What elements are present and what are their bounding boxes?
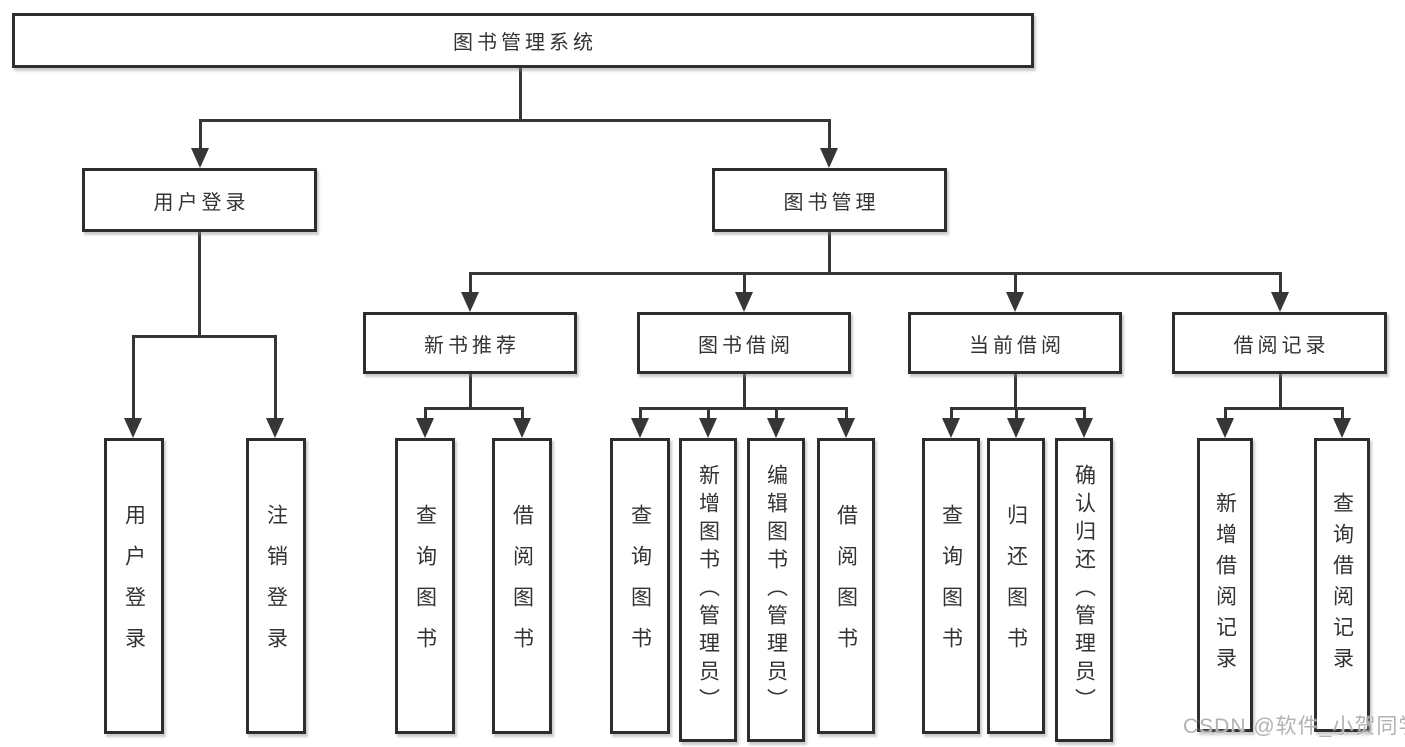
connector-line	[1083, 407, 1086, 420]
leaf-label: 归还图书	[1004, 504, 1028, 668]
connector-line	[1014, 272, 1017, 294]
connector-line	[828, 232, 831, 274]
connector-line	[1224, 407, 1227, 420]
leaf-label: 查询图书	[939, 504, 963, 668]
arrow-down-icon	[191, 148, 209, 168]
leaf-query-borrow-record: 查询借阅记录	[1314, 438, 1370, 732]
connector-line	[639, 407, 642, 420]
node-book-borrowing: 图书借阅	[637, 312, 851, 374]
leaf-borrow-books-recommend: 借阅图书	[492, 438, 552, 734]
leaf-user-login: 用户登录	[104, 438, 164, 734]
leaf-return-books: 归还图书	[987, 438, 1045, 734]
arrow-down-icon	[1006, 292, 1024, 312]
connector-line	[743, 374, 746, 409]
leaf-label: 查询图书	[628, 504, 652, 668]
connector-line	[132, 335, 277, 338]
leaf-add-books-admin: 新增图书（管理员）	[679, 438, 737, 742]
arrow-down-icon	[1333, 418, 1351, 438]
arrow-down-icon	[1216, 418, 1234, 438]
node-book-management: 图书管理	[712, 168, 947, 232]
leaf-label: 查询借阅记录	[1330, 492, 1354, 678]
arrow-down-icon	[461, 292, 479, 312]
node-label: 借阅记录	[1233, 334, 1330, 357]
connector-line	[1224, 407, 1343, 410]
leaf-add-borrow-record: 新增借阅记录	[1197, 438, 1253, 732]
arrow-down-icon	[837, 418, 855, 438]
node-label: 新书推荐	[424, 334, 520, 357]
arrow-down-icon	[767, 418, 785, 438]
arrow-down-icon	[1007, 418, 1025, 438]
connector-line	[639, 407, 847, 410]
connector-line	[828, 119, 831, 151]
connector-line	[1341, 407, 1344, 420]
leaf-label: 新增借阅记录	[1213, 492, 1237, 678]
leaf-label: 借阅图书	[510, 504, 534, 668]
leaf-label: 新增图书（管理员）	[696, 464, 720, 716]
leaf-borrow-books-borrow: 借阅图书	[817, 438, 875, 734]
arrow-down-icon	[513, 418, 531, 438]
arrow-down-icon	[124, 418, 142, 438]
connector-line	[132, 335, 135, 420]
leaf-label: 借阅图书	[834, 504, 858, 668]
node-library-system: 图书管理系统	[12, 13, 1034, 68]
node-label: 用户登录	[153, 191, 250, 214]
connector-line	[1014, 374, 1017, 409]
node-label: 当前借阅	[969, 334, 1065, 357]
arrow-down-icon	[1075, 418, 1093, 438]
node-label: 图书借阅	[698, 334, 794, 357]
leaf-confirm-return-admin: 确认归还（管理员）	[1055, 438, 1113, 742]
connector-line	[469, 272, 1282, 275]
leaf-edit-books-admin: 编辑图书（管理员）	[747, 438, 805, 742]
connector-line	[199, 119, 202, 151]
connector-line	[845, 407, 848, 420]
leaf-query-books-borrow: 查询图书	[610, 438, 670, 734]
node-label: 图书管理	[783, 191, 880, 214]
leaf-label: 用户登录	[122, 504, 146, 668]
arrow-down-icon	[942, 418, 960, 438]
node-current-borrowing: 当前借阅	[908, 312, 1122, 374]
connector-line	[274, 335, 277, 420]
watermark: CSDN @软件_小贺同学	[1183, 715, 1405, 738]
leaf-label: 注销登录	[264, 504, 288, 668]
connector-line	[519, 68, 522, 121]
connector-line	[521, 407, 524, 420]
node-label: 图书管理系统	[453, 32, 597, 54]
node-new-book-recommend: 新书推荐	[363, 312, 577, 374]
leaf-logout: 注销登录	[246, 438, 306, 734]
connector-line	[1015, 407, 1018, 420]
connector-line	[1279, 272, 1282, 294]
connector-line	[707, 407, 710, 420]
arrow-down-icon	[699, 418, 717, 438]
arrow-down-icon	[266, 418, 284, 438]
arrow-down-icon	[1271, 292, 1289, 312]
leaf-label: 编辑图书（管理员）	[764, 464, 788, 716]
connector-line	[198, 232, 201, 338]
connector-line	[950, 407, 953, 420]
arrow-down-icon	[631, 418, 649, 438]
arrow-down-icon	[416, 418, 434, 438]
leaf-query-books-current: 查询图书	[922, 438, 980, 734]
connector-line	[469, 272, 472, 294]
connector-line	[775, 407, 778, 420]
node-user-login: 用户登录	[82, 168, 317, 232]
connector-line	[1279, 374, 1282, 409]
arrow-down-icon	[735, 292, 753, 312]
arrow-down-icon	[820, 148, 838, 168]
connector-line	[743, 272, 746, 294]
leaf-label: 查询图书	[413, 504, 437, 668]
connector-line	[199, 119, 831, 122]
node-borrowing-records: 借阅记录	[1172, 312, 1387, 374]
connector-line	[469, 374, 472, 409]
connector-line	[424, 407, 427, 420]
connector-line	[424, 407, 524, 410]
leaf-label: 确认归还（管理员）	[1072, 464, 1096, 716]
leaf-query-books-recommend: 查询图书	[395, 438, 455, 734]
